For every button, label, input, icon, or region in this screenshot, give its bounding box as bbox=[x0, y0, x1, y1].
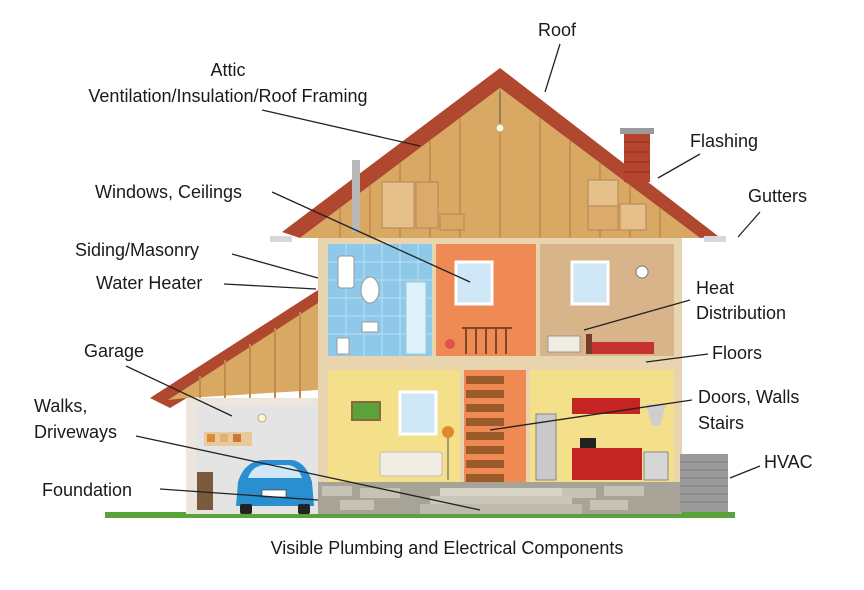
hvac-unit-icon bbox=[680, 454, 728, 512]
label-attic-line1: Attic bbox=[210, 60, 245, 80]
label-walks-line2: Driveways bbox=[34, 422, 117, 442]
leader-heat bbox=[583, 299, 691, 331]
label-flashing: Flashing bbox=[690, 131, 758, 151]
bottom-caption: Visible Plumbing and Electrical Componen… bbox=[271, 538, 624, 558]
label-heat-line2: Distribution bbox=[696, 303, 786, 323]
label-foundation: Foundation bbox=[42, 480, 132, 500]
leader-foundation bbox=[159, 488, 319, 501]
leader-gutters bbox=[737, 211, 761, 238]
leader-lines bbox=[125, 43, 761, 511]
leader-roof bbox=[544, 43, 561, 93]
leader-floors bbox=[645, 353, 709, 363]
label-garage: Garage bbox=[84, 341, 144, 361]
label-hvac: HVAC bbox=[764, 452, 813, 472]
label-doors-line2: Stairs bbox=[698, 413, 744, 433]
house-body bbox=[318, 238, 682, 514]
car-icon bbox=[236, 460, 314, 514]
stove-icon bbox=[646, 404, 666, 426]
leader-attic bbox=[261, 109, 421, 147]
garage bbox=[150, 290, 324, 514]
label-water-heater: Water Heater bbox=[96, 273, 202, 293]
leader-hvac bbox=[729, 465, 761, 479]
label-heat-line1: Heat bbox=[696, 278, 734, 298]
light-bulb-icon bbox=[495, 123, 505, 133]
leader-walks bbox=[135, 435, 481, 511]
refrigerator-icon bbox=[535, 413, 557, 481]
label-attic-line2: Ventilation/Insulation/Roof Framing bbox=[88, 86, 367, 106]
leader-water-heater bbox=[223, 283, 317, 290]
label-floors: Floors bbox=[712, 343, 762, 363]
label-gutters: Gutters bbox=[748, 186, 807, 206]
leader-garage bbox=[125, 365, 233, 417]
grass-strip bbox=[105, 512, 735, 518]
label-siding-masonry: Siding/Masonry bbox=[75, 240, 199, 260]
label-walks-line1: Walks, bbox=[34, 396, 87, 416]
labels: Roof Attic Ventilation/Insulation/Roof F… bbox=[34, 20, 813, 558]
main-roof bbox=[270, 68, 726, 242]
label-roof: Roof bbox=[538, 20, 577, 40]
light-bulb-icon bbox=[257, 413, 267, 423]
leader-windows-ceilings bbox=[271, 191, 471, 283]
label-doors-line1: Doors, Walls bbox=[698, 387, 799, 407]
leader-siding bbox=[231, 253, 319, 279]
label-windows-ceilings: Windows, Ceilings bbox=[95, 182, 242, 202]
chimney-icon bbox=[620, 128, 654, 182]
leader-doors bbox=[489, 399, 693, 431]
leader-flashing bbox=[657, 153, 701, 179]
